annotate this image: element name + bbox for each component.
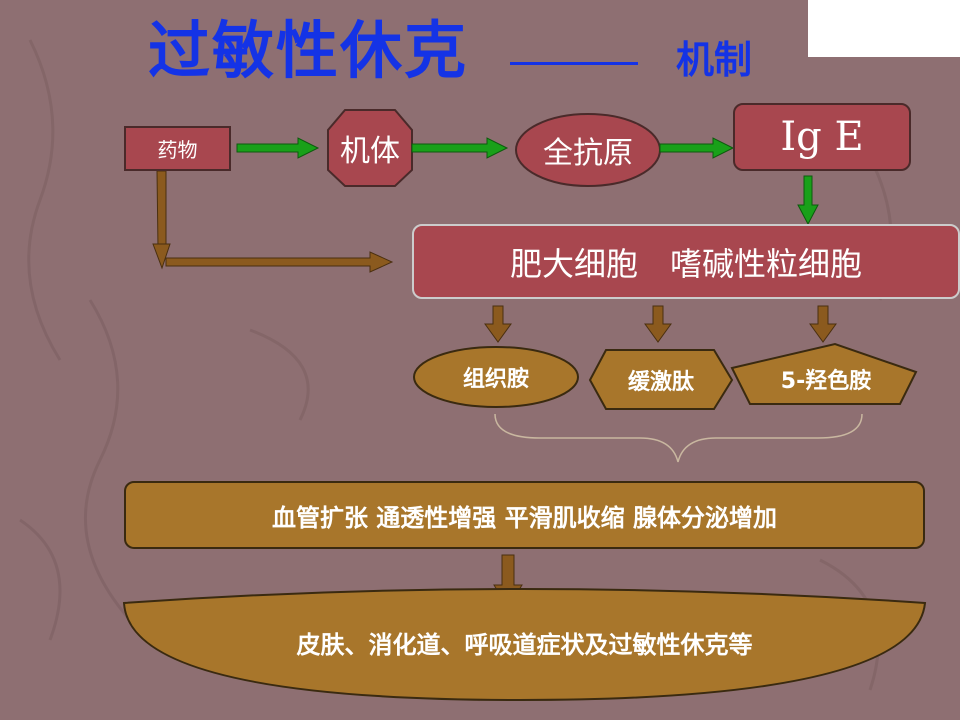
- bradykinin-label: 缓激肽: [627, 369, 694, 395]
- outcome-label: 皮肤、消化道、呼吸道症状及过敏性休克等: [296, 630, 753, 659]
- body-label: 机体: [340, 134, 400, 169]
- arrow-antigen-to-ige: [659, 137, 735, 159]
- effects-box: 血管扩张 通透性增强 平滑肌收缩 腺体分泌增加: [124, 481, 925, 549]
- antigen-label: 全抗原: [543, 136, 633, 171]
- drug-box: 药物: [124, 126, 231, 171]
- cells-box: 肥大细胞 嗜碱性粒细胞: [412, 224, 960, 299]
- title-dash: [510, 62, 638, 65]
- bradykinin-hexagon: [588, 349, 734, 410]
- serotonin-pentagon: [730, 342, 918, 405]
- slide-subtitle: 机制: [676, 38, 753, 82]
- arrow-ige-to-cells: [797, 175, 819, 226]
- arrow-body-to-antigen: [411, 137, 509, 159]
- histamine-label: 组织胺: [462, 367, 529, 392]
- arrow-drug-to-body: [236, 137, 320, 159]
- arrow-cells-to-histamine: [484, 305, 512, 343]
- body-octagon: [327, 109, 413, 187]
- histamine-ellipse: [413, 346, 579, 408]
- grouping-brace: [494, 413, 863, 463]
- white-corner-box: [808, 0, 960, 57]
- serotonin-label: 5-羟色胺: [780, 369, 872, 394]
- drug-bypass-arrow: [152, 170, 394, 273]
- arrow-cells-to-bradykinin: [644, 305, 672, 343]
- ige-box: Ig E: [733, 103, 911, 171]
- green-arrows: [236, 137, 819, 226]
- outcome-shape: [122, 588, 927, 702]
- arrow-cells-to-serotonin: [809, 305, 837, 343]
- slide-title: 过敏性休克: [148, 14, 469, 87]
